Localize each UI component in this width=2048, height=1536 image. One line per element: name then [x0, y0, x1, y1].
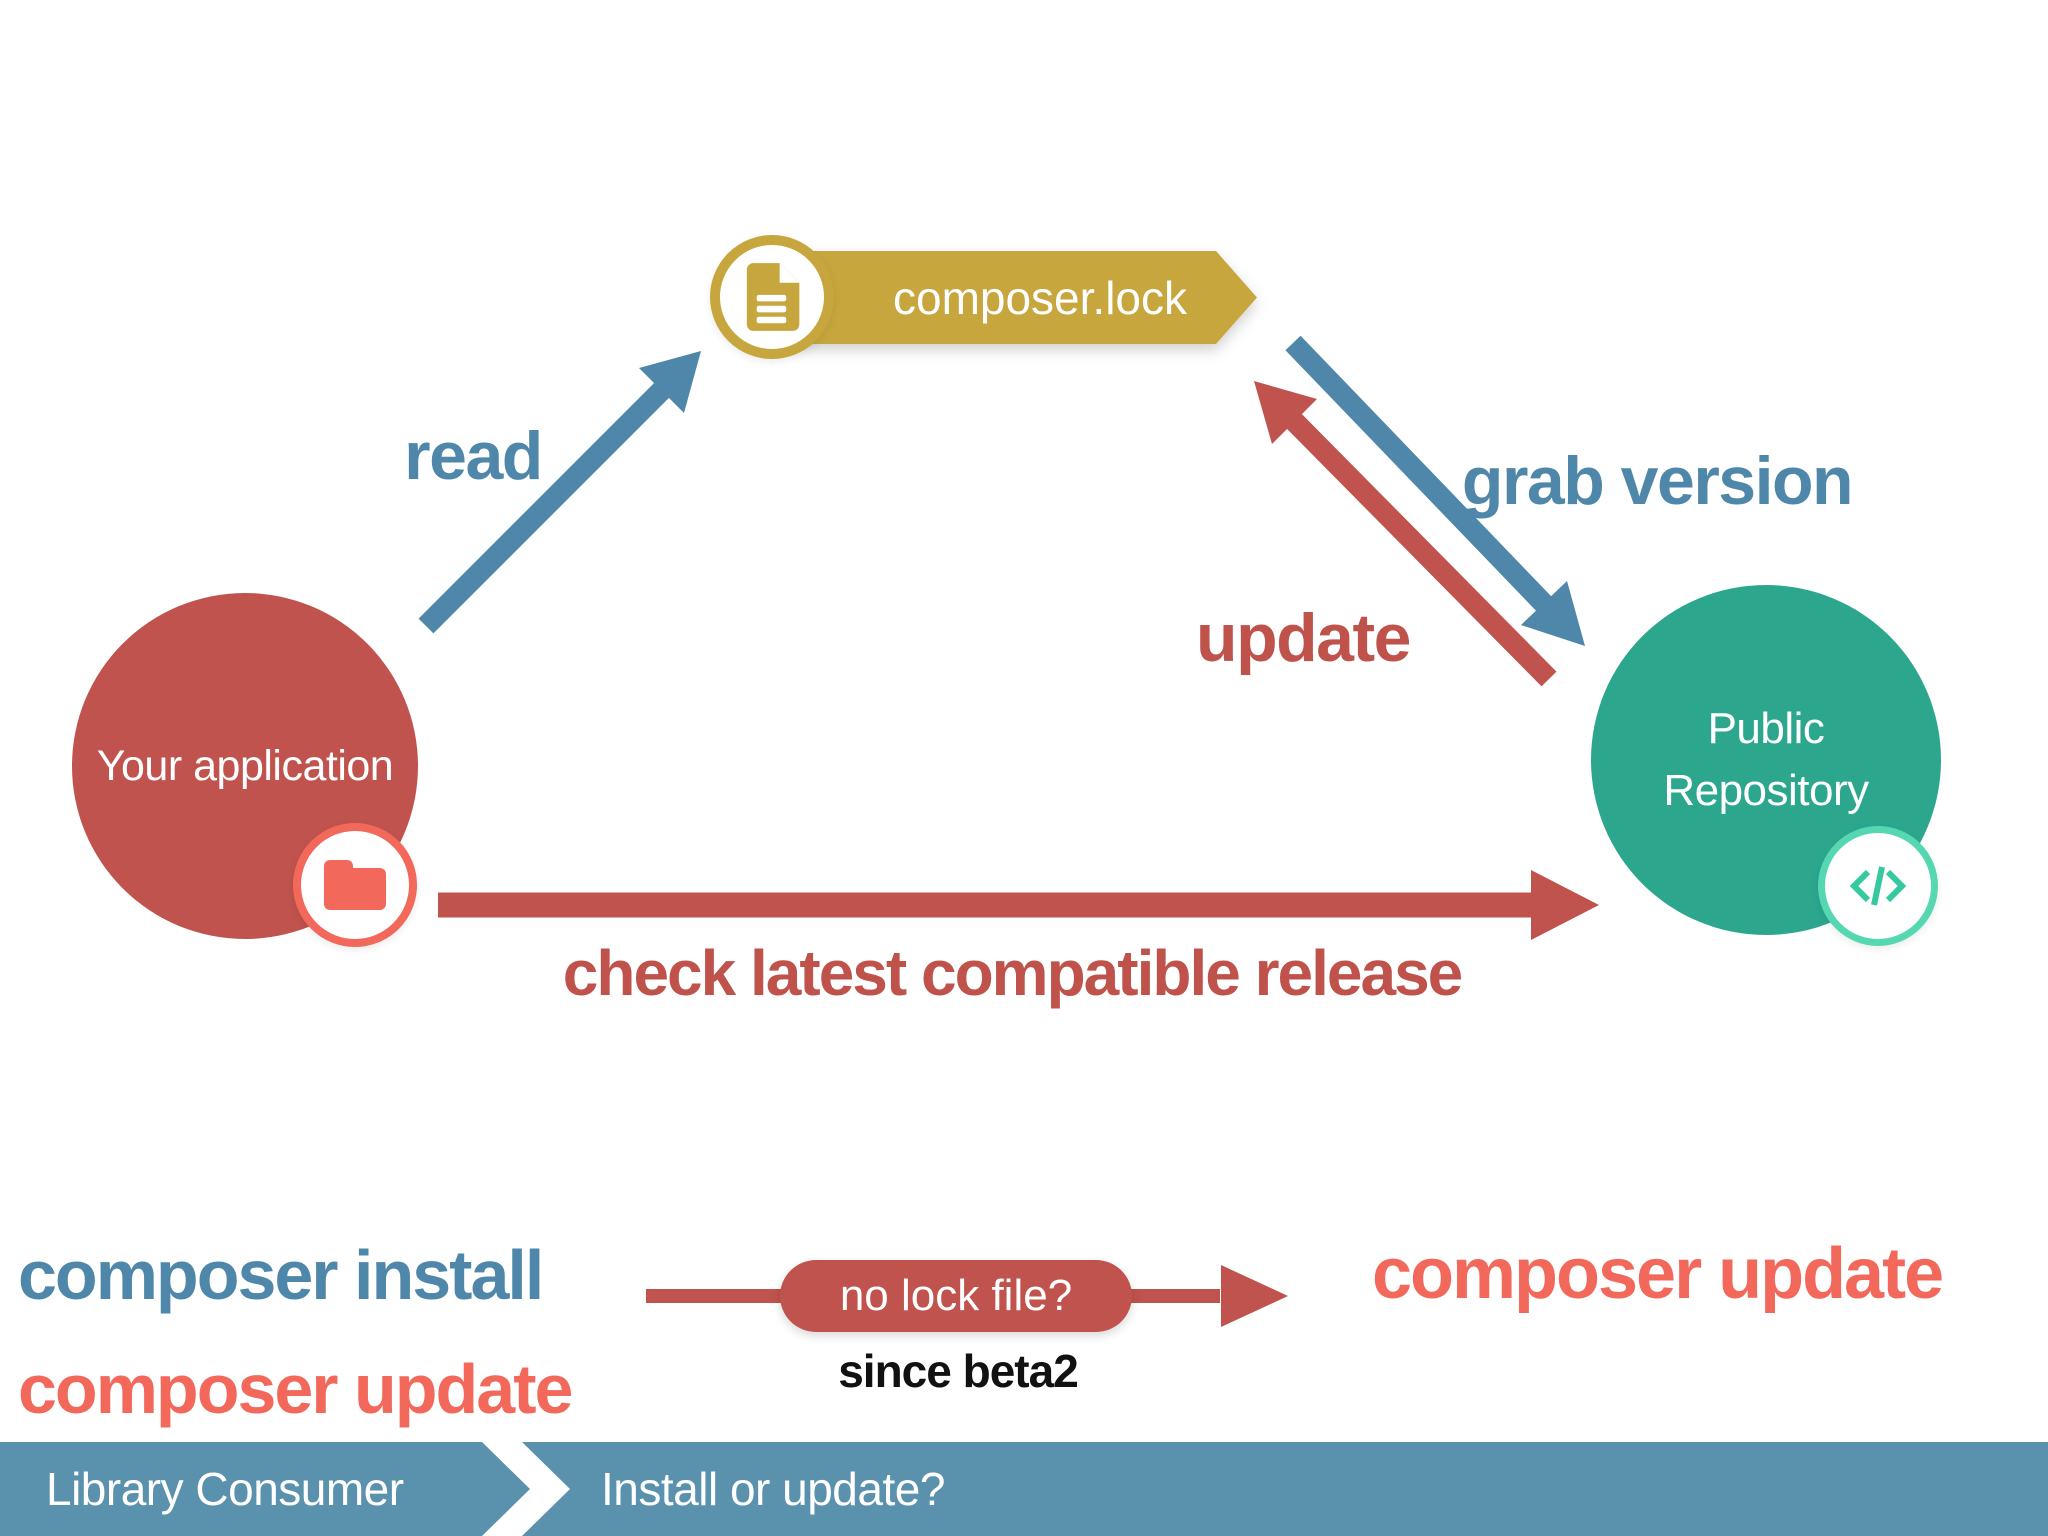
composer-lock-label: composer.lock	[892, 272, 1187, 324]
read-arrow	[418, 351, 701, 634]
since-beta2-note: since beta2	[838, 1345, 1079, 1397]
no-lock-file-label: no lock file?	[839, 1271, 1073, 1320]
folder-icon	[324, 860, 386, 910]
grab-version-label: grab version	[1461, 443, 1854, 519]
composer-lock-banner	[798, 251, 1257, 344]
footer-section-label: Library Consumer	[46, 1463, 404, 1515]
footer-question-label: Install or update?	[601, 1463, 945, 1515]
composer-update-command: composer update	[18, 1350, 573, 1428]
grab-version-arrow	[1285, 335, 1585, 646]
chevron-right-icon	[482, 1442, 570, 1536]
code-badge	[1818, 826, 1938, 946]
composer-install-command: composer install	[18, 1236, 544, 1314]
footer-bar: Library Consumer Install or update?	[0, 1442, 2048, 1536]
composer-update-result: composer update	[1372, 1234, 1944, 1314]
your-application-label: Your application	[96, 741, 394, 790]
check-release-label: check latest compatible release	[562, 937, 1463, 1009]
check-release-arrow	[438, 870, 1599, 940]
document-icon	[746, 263, 800, 331]
folder-badge	[293, 823, 417, 947]
lock-file-badge	[710, 235, 834, 359]
update-arrow	[1254, 381, 1557, 687]
update-label: update	[1196, 600, 1411, 676]
code-icon	[1849, 866, 1907, 906]
no-lock-file-pill: no lock file?	[780, 1260, 1132, 1332]
read-label: read	[404, 418, 543, 494]
public-repository-label: Public Repository	[1663, 704, 1869, 815]
